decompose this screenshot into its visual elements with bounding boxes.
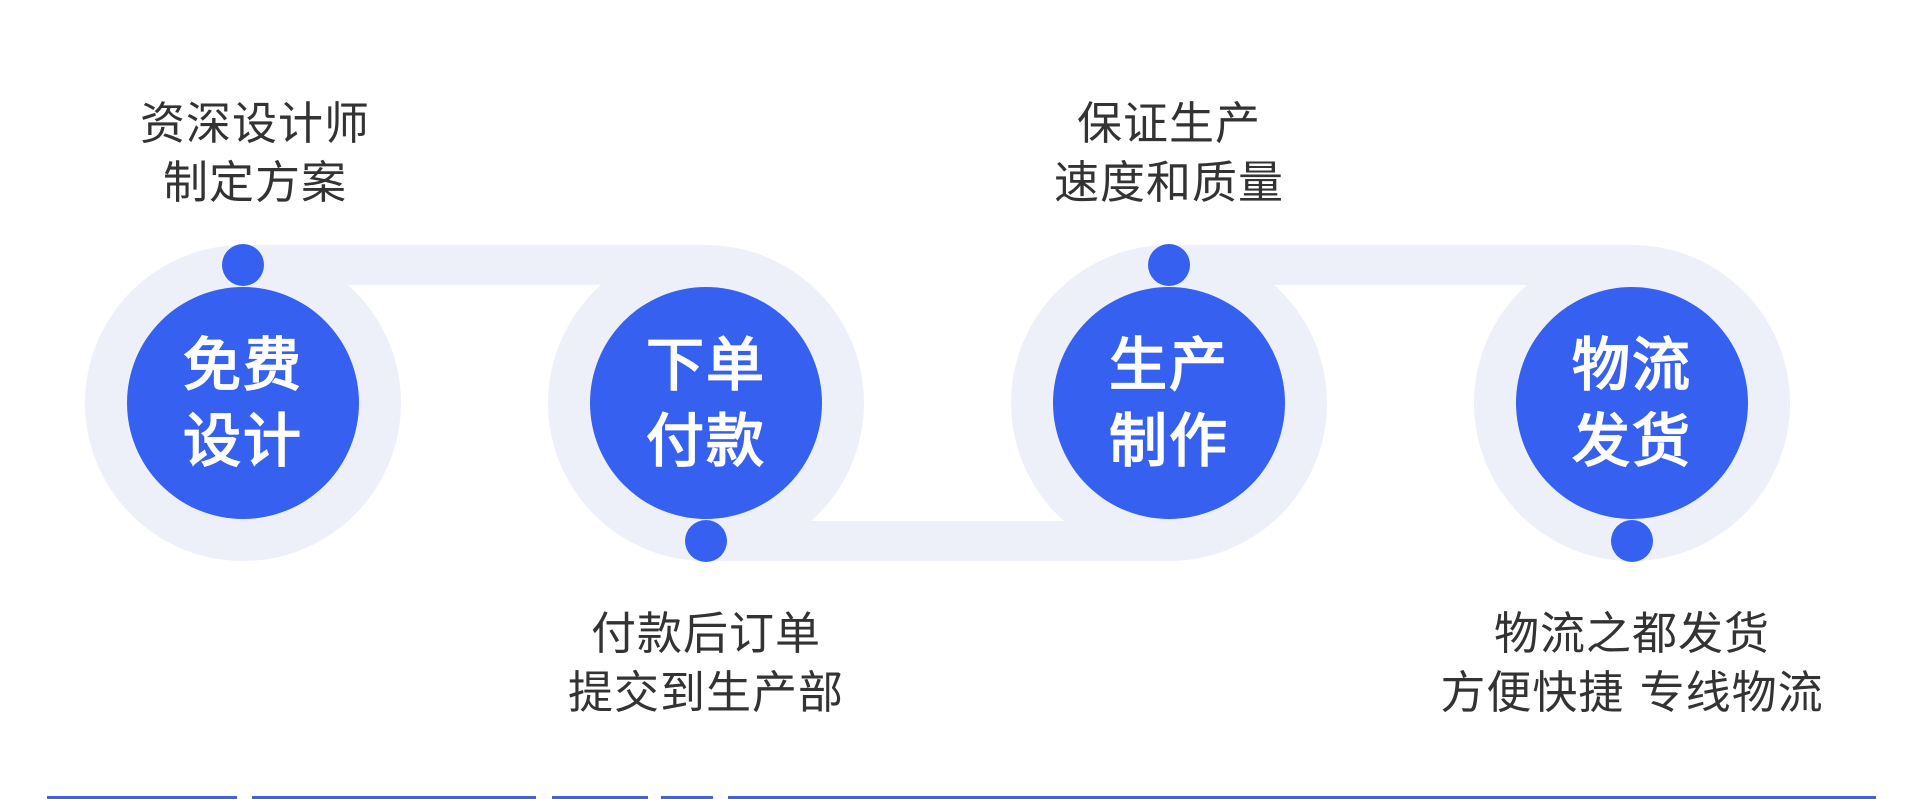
step-3-dot bbox=[1148, 244, 1190, 286]
connector-top-1-2 bbox=[243, 245, 706, 285]
step-4-dot bbox=[1611, 520, 1653, 562]
step-2-circle bbox=[590, 287, 822, 519]
step-2-title-line2: 付款 bbox=[645, 407, 766, 475]
step-3-caption-line2: 速度和质量 bbox=[1053, 156, 1284, 209]
step-4-title-line2: 发货 bbox=[1571, 407, 1692, 475]
step-1-title: 免费 设计 bbox=[127, 287, 359, 519]
step-3-title-line2: 制作 bbox=[1108, 407, 1229, 475]
connector-bottom-2-3 bbox=[706, 521, 1169, 561]
step-1-title-line2: 设计 bbox=[182, 407, 303, 475]
step-2-dot bbox=[685, 520, 727, 562]
step-3-circle bbox=[1053, 287, 1285, 519]
footer-line-segment bbox=[47, 796, 237, 799]
step-4-title-line1: 物流 bbox=[1571, 331, 1692, 399]
step-3-title: 生产 制作 bbox=[1053, 287, 1285, 519]
footer-line-segment bbox=[252, 796, 536, 799]
step-1-caption-line1: 资深设计师 bbox=[139, 97, 370, 150]
step-2-title-line1: 下单 bbox=[645, 331, 766, 399]
step-3-caption: 保证生产 速度和质量 bbox=[959, 94, 1379, 212]
footer-line-segment bbox=[661, 796, 713, 799]
footer-line-segment bbox=[728, 796, 1876, 799]
connector-top-3-4 bbox=[1169, 245, 1632, 285]
step-2-caption-line1: 付款后订单 bbox=[590, 607, 821, 660]
step-1-caption: 资深设计师 制定方案 bbox=[45, 94, 465, 212]
step-1-title-line1: 免费 bbox=[182, 331, 303, 399]
step-4-caption: 物流之都发货 方便快捷 专线物流 bbox=[1422, 604, 1842, 722]
step-1-caption-line2: 制定方案 bbox=[162, 156, 347, 209]
footer-line-segment bbox=[552, 796, 648, 799]
step-1-dot bbox=[222, 244, 264, 286]
step-4-caption-line1: 物流之都发货 bbox=[1493, 607, 1770, 660]
step-3-caption-line1: 保证生产 bbox=[1076, 97, 1261, 150]
step-4-circle bbox=[1516, 287, 1748, 519]
step-1-circle bbox=[127, 287, 359, 519]
step-4-title: 物流 发货 bbox=[1516, 287, 1748, 519]
step-4-caption-line2: 方便快捷 专线物流 bbox=[1440, 666, 1824, 719]
step-2-title: 下单 付款 bbox=[590, 287, 822, 519]
step-2-caption-line2: 提交到生产部 bbox=[567, 666, 844, 719]
step-3-title-line1: 生产 bbox=[1108, 331, 1229, 399]
step-2-caption: 付款后订单 提交到生产部 bbox=[496, 604, 916, 722]
